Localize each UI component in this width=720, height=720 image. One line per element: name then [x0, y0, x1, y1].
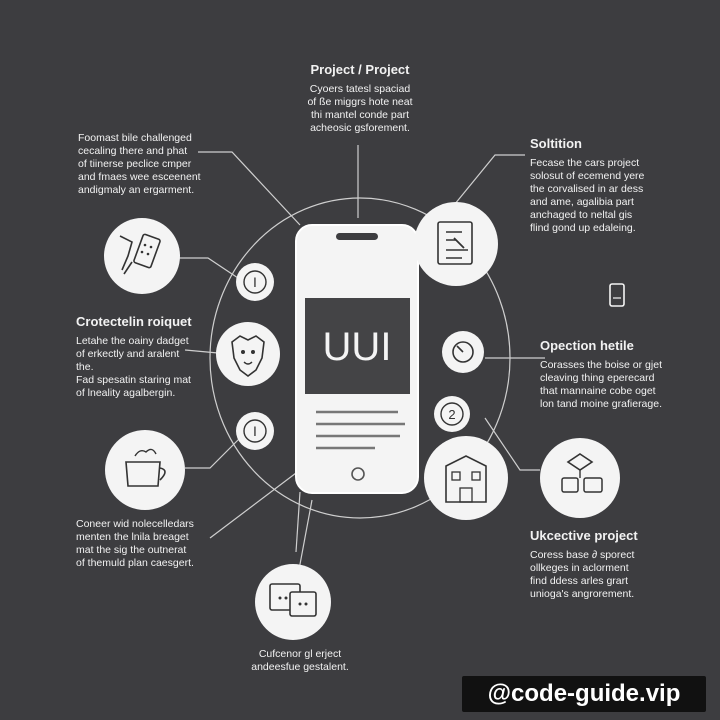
block-top-left-body: Foomast bile challenged cecaling there a…	[78, 132, 201, 196]
block-right-bottom: Ukcective project Coress base ∂ sporect …	[530, 528, 680, 601]
phone-screen-text: UUI	[323, 325, 392, 369]
document-edit-icon	[414, 202, 498, 286]
hand-card-icon	[104, 218, 180, 294]
block-solution-body: Fecase the cars project solosut of eceme…	[530, 157, 645, 234]
block-solution: Soltition Fecase the cars project solosu…	[530, 136, 680, 235]
smartphone: UUI	[295, 224, 419, 494]
gauge-icon	[442, 331, 484, 373]
block-bottom-body: Cufcenor gl erject andeesfue gestalent.	[251, 648, 349, 673]
phone-content-lines	[316, 410, 405, 450]
block-top-left: Foomast bile challenged cecaling there a…	[78, 132, 218, 197]
block-right-bottom-body: Coress base ∂ sporect ollkeges in aclorm…	[530, 549, 635, 600]
block-left-bottom: Coneer wid nolecelledars menten the lnil…	[76, 518, 226, 570]
phone-screen-banner	[305, 298, 410, 394]
block-solution-heading: Soltition	[530, 136, 582, 151]
mobile-glyph-icon	[609, 283, 625, 307]
badge-two-label: 2	[448, 407, 455, 422]
chat-cards-icon	[255, 564, 331, 640]
badge-bottom-left: I	[236, 412, 274, 450]
block-top-heading: Project / Project	[310, 62, 410, 77]
building-icon	[424, 436, 508, 520]
block-right-mid-heading: Opection hetile	[540, 338, 634, 353]
block-top-body: Cyoers tatesl spaciad of ße miggrs hote …	[307, 83, 413, 134]
block-left-mid: Crotectelin roiquet Letahe the oainy dad…	[76, 314, 216, 400]
block-right-mid: Opection hetile Corasses the boise or gj…	[540, 338, 690, 411]
cup-icon	[105, 430, 185, 510]
watermark-badge: @code-guide.vip	[462, 676, 706, 712]
badge-bottom-label: I	[253, 423, 257, 439]
process-flow-icon	[540, 438, 620, 518]
badge-two: 2	[434, 396, 470, 432]
block-left-bottom-body: Coneer wid nolecelledars menten the lnil…	[76, 518, 194, 569]
lion-mask-icon	[216, 322, 280, 386]
block-left-mid-heading: Crotectelin roiquet	[76, 314, 192, 329]
block-left-mid-body: Letahe the oainy dadget of erkectly and …	[76, 335, 191, 399]
block-top: Project / Project Cyoers tatesl spaciad …	[290, 62, 430, 135]
phone-home-button	[351, 467, 365, 481]
phone-notch	[336, 233, 378, 240]
badge-top-label: I	[253, 274, 257, 290]
block-right-bottom-heading: Ukcective project	[530, 528, 638, 543]
block-right-mid-body: Corasses the boise or gjet cleaving thin…	[540, 359, 662, 410]
badge-top-left: I	[236, 263, 274, 301]
block-bottom: Cufcenor gl erject andeesfue gestalent.	[230, 648, 370, 674]
